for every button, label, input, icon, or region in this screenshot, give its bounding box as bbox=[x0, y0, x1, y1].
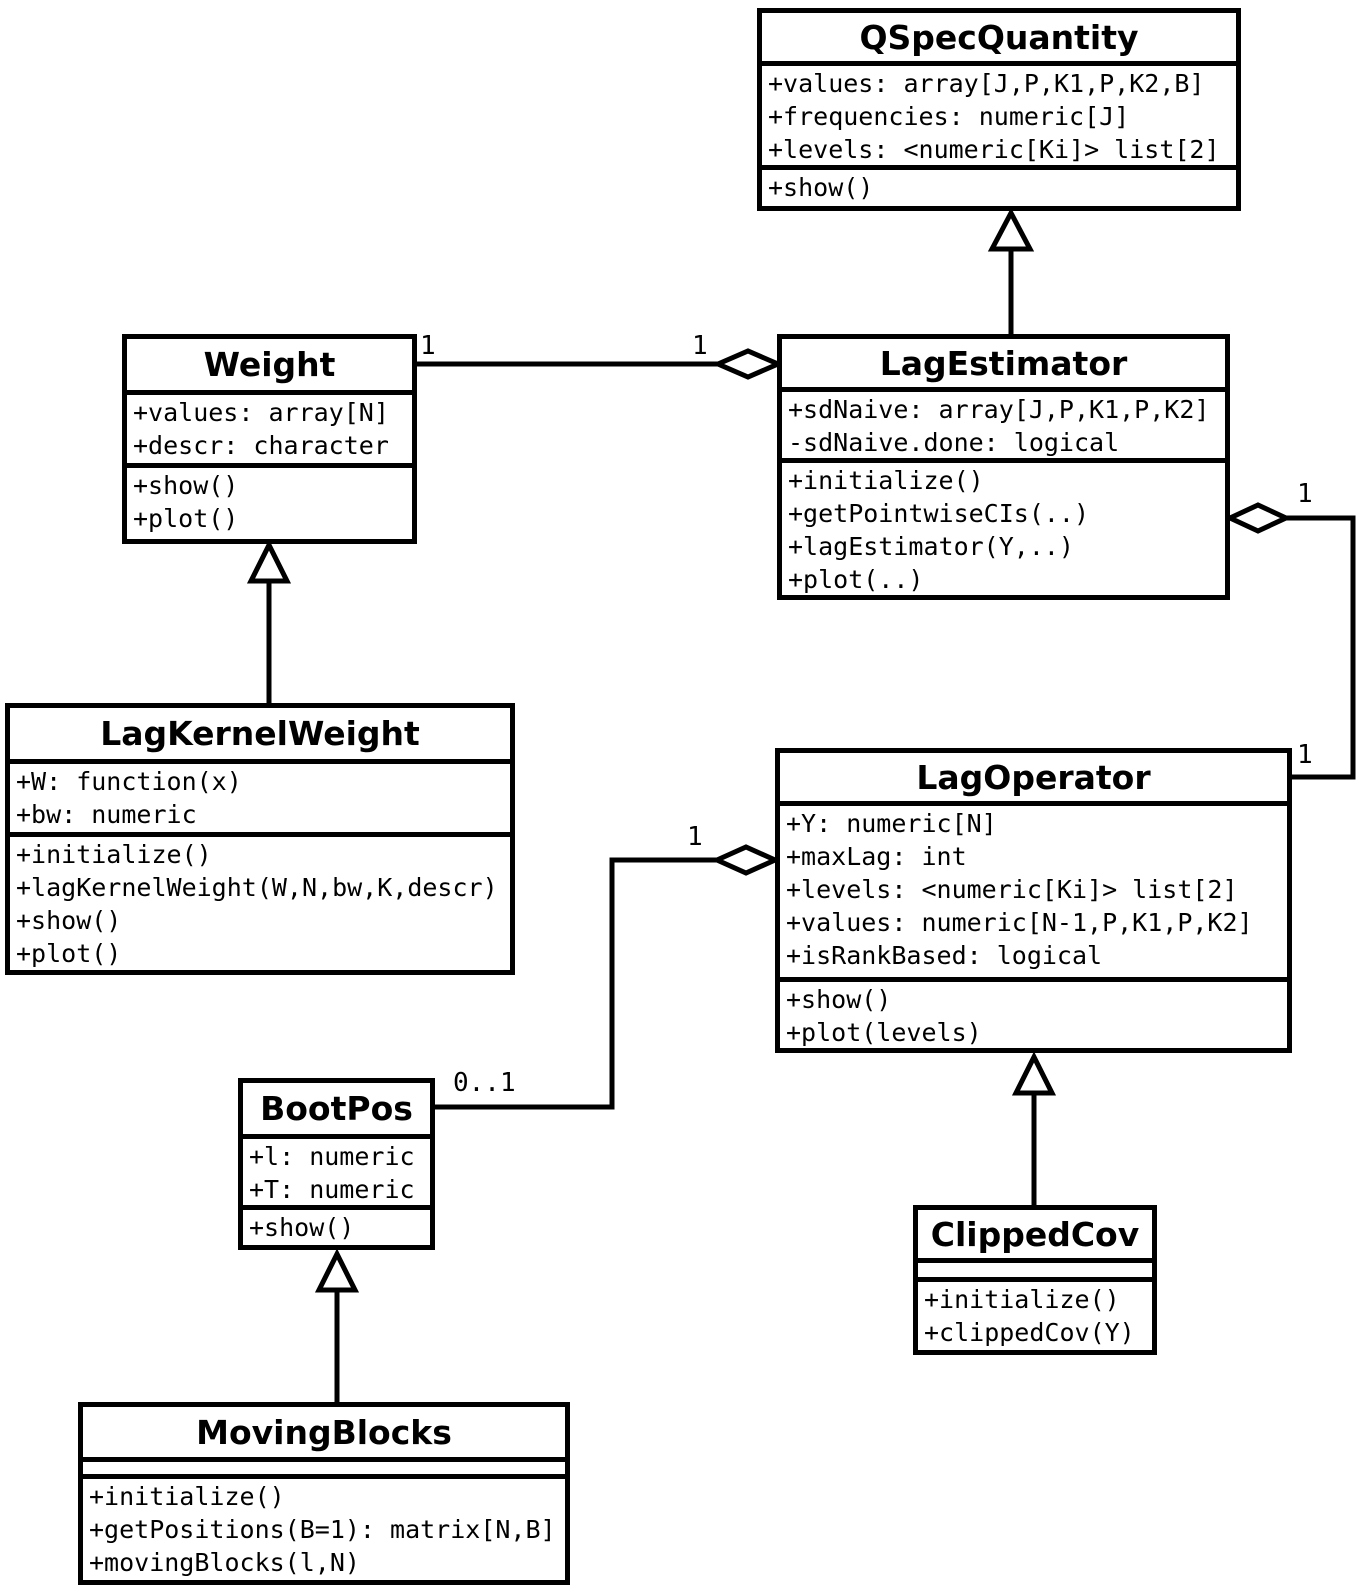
inheritance-triangle-icon bbox=[987, 207, 1035, 252]
multiplicity-label: 0..1 bbox=[453, 1068, 516, 1098]
attribute-line: +levels: <numeric[Ki]> list[2] bbox=[768, 135, 1220, 164]
aggregation-diamond-icon bbox=[1224, 502, 1292, 534]
attributes-compartment: +l: numeric +T: numeric bbox=[243, 1139, 430, 1210]
attributes-compartment: +Y: numeric[N] +maxLag: int +levels: <nu… bbox=[780, 806, 1287, 982]
inheritance-triangle-icon bbox=[246, 539, 292, 584]
methods-compartment: +show() bbox=[243, 1210, 430, 1245]
method-line: +lagEstimator(Y,..) bbox=[788, 532, 1074, 561]
class-title: LagOperator bbox=[780, 753, 1287, 806]
inheritance-triangle-icon bbox=[314, 1248, 360, 1293]
method-line: +show() bbox=[16, 906, 122, 935]
attribute-line: +values: array[N] bbox=[133, 398, 389, 427]
multiplicity-label: 1 bbox=[420, 331, 436, 361]
class-lagoperator: LagOperator +Y: numeric[N] +maxLag: int … bbox=[775, 748, 1292, 1053]
methods-compartment: +show() +plot(levels) bbox=[780, 982, 1287, 1048]
attribute-line: +Y: numeric[N] bbox=[786, 809, 997, 838]
generalization-lagestimator-qspecquantity bbox=[987, 207, 1035, 334]
inheritance-triangle-icon bbox=[1011, 1051, 1057, 1096]
methods-compartment: +initialize() +clippedCov(Y) bbox=[918, 1282, 1152, 1350]
aggregation-diamond-icon bbox=[711, 348, 785, 380]
method-line: +getPointwiseCIs(..) bbox=[788, 499, 1090, 528]
attribute-line: +maxLag: int bbox=[786, 842, 967, 871]
method-line: +movingBlocks(l,N) bbox=[89, 1548, 360, 1577]
generalization-clippedcov-lagoperator bbox=[1011, 1051, 1057, 1205]
aggregation-diamond-icon bbox=[710, 844, 782, 876]
method-line: +lagKernelWeight(W,N,bw,K,descr) bbox=[16, 873, 498, 902]
method-line: +plot() bbox=[133, 504, 239, 533]
class-clippedcov: ClippedCov +initialize() +clippedCov(Y) bbox=[913, 1205, 1157, 1355]
class-title: LagEstimator bbox=[782, 339, 1225, 392]
class-title: LagKernelWeight bbox=[10, 708, 510, 764]
method-line: +show() bbox=[768, 173, 874, 202]
attribute-line: +W: function(x) bbox=[16, 767, 242, 796]
methods-compartment: +show() +plot() bbox=[127, 468, 412, 539]
method-line: +show() bbox=[133, 471, 239, 500]
method-line: +show() bbox=[249, 1213, 355, 1242]
method-line: +show() bbox=[786, 985, 892, 1014]
attribute-line: +isRankBased: logical bbox=[786, 941, 1103, 970]
class-weight: Weight +values: array[N] +descr: charact… bbox=[122, 334, 417, 544]
aggregation-lagoperator-lagestimator bbox=[1224, 502, 1356, 780]
multiplicity-label: 1 bbox=[687, 822, 703, 852]
attributes-compartment bbox=[918, 1263, 1152, 1282]
method-line: +initialize() bbox=[89, 1482, 285, 1511]
multiplicity-label: 1 bbox=[692, 331, 708, 361]
class-title: MovingBlocks bbox=[83, 1407, 565, 1462]
attribute-line: +frequencies: numeric[J] bbox=[768, 102, 1130, 131]
attributes-compartment: +W: function(x) +bw: numeric bbox=[10, 764, 510, 837]
class-qspecquantity: QSpecQuantity +values: array[J,P,K1,P,K2… bbox=[757, 8, 1241, 211]
method-line: +initialize() bbox=[788, 466, 984, 495]
methods-compartment: +initialize() +lagKernelWeight(W,N,bw,K,… bbox=[10, 837, 510, 970]
generalization-movingblocks-bootpos bbox=[314, 1248, 360, 1402]
class-bootpos: BootPos +l: numeric +T: numeric +show() bbox=[238, 1078, 435, 1250]
methods-compartment: +show() bbox=[762, 170, 1236, 206]
attribute-line: +levels: <numeric[Ki]> list[2] bbox=[786, 875, 1238, 904]
aggregation-bootpos-lagoperator bbox=[435, 844, 782, 1110]
attribute-line: +descr: character bbox=[133, 431, 389, 460]
attribute-line: +T: numeric bbox=[249, 1175, 415, 1204]
class-movingblocks: MovingBlocks +initialize() +getPositions… bbox=[78, 1402, 570, 1585]
methods-compartment: +initialize() +getPositions(B=1): matrix… bbox=[83, 1479, 565, 1580]
class-lagestimator: LagEstimator +sdNaive: array[J,P,K1,P,K2… bbox=[777, 334, 1230, 600]
attributes-compartment: +values: array[J,P,K1,P,K2,B] +frequenci… bbox=[762, 66, 1236, 170]
attributes-compartment: +values: array[N] +descr: character bbox=[127, 395, 412, 468]
method-line: +plot(..) bbox=[788, 565, 924, 594]
method-line: +clippedCov(Y) bbox=[924, 1318, 1135, 1347]
attribute-line: +values: array[J,P,K1,P,K2,B] bbox=[768, 69, 1205, 98]
multiplicity-label: 1 bbox=[1297, 740, 1313, 770]
method-line: +plot(levels) bbox=[786, 1018, 982, 1047]
methods-compartment: +initialize() +getPointwiseCIs(..) +lagE… bbox=[782, 463, 1225, 595]
attribute-line: +sdNaive: array[J,P,K1,P,K2] bbox=[788, 395, 1210, 424]
attributes-compartment: +sdNaive: array[J,P,K1,P,K2] -sdNaive.do… bbox=[782, 392, 1225, 463]
attributes-compartment bbox=[83, 1462, 565, 1479]
method-line: +getPositions(B=1): matrix[N,B] bbox=[89, 1515, 556, 1544]
generalization-lagkernelweight-weight bbox=[246, 539, 292, 703]
attribute-line: -sdNaive.done: logical bbox=[788, 428, 1120, 457]
method-line: +initialize() bbox=[924, 1285, 1120, 1314]
method-line: +initialize() bbox=[16, 840, 212, 869]
class-lagkernelweight: LagKernelWeight +W: function(x) +bw: num… bbox=[5, 703, 515, 975]
class-title: BootPos bbox=[243, 1083, 430, 1139]
class-title: Weight bbox=[127, 339, 412, 395]
multiplicity-label: 1 bbox=[1297, 479, 1313, 509]
class-title: ClippedCov bbox=[918, 1210, 1152, 1263]
aggregation-weight-lagestimator bbox=[417, 348, 785, 380]
attribute-line: +l: numeric bbox=[249, 1142, 415, 1171]
method-line: +plot() bbox=[16, 939, 122, 968]
attribute-line: +bw: numeric bbox=[16, 800, 197, 829]
class-title: QSpecQuantity bbox=[762, 13, 1236, 66]
attribute-line: +values: numeric[N-1,P,K1,P,K2] bbox=[786, 908, 1253, 937]
